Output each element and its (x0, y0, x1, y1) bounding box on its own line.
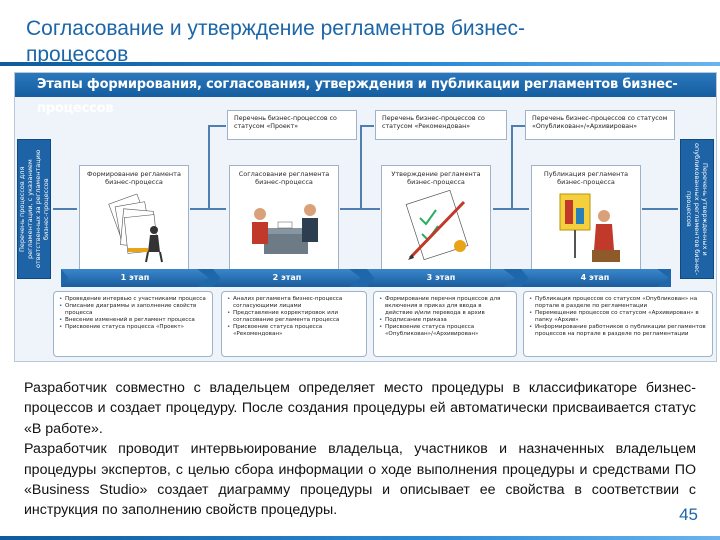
stage-card-2: Согласование регламента бизнес-процесса (229, 165, 339, 273)
stage-arrow-2: 2 этап (213, 269, 361, 287)
list-item: Присвоение статуса процесса «Рекомендова… (227, 324, 361, 338)
list-item: Информирование работников о публикации р… (529, 324, 707, 338)
page-number: 45 (679, 505, 698, 525)
stage-card-3: Утверждение регламента бизнес-процесса (381, 165, 491, 273)
body-text: Разработчик совместно с владельцем опред… (24, 378, 696, 521)
connector-line (208, 125, 226, 127)
bottom-rule (0, 536, 720, 540)
stage-arrow-4: 4 этап (521, 269, 669, 287)
connector-line (642, 208, 678, 210)
list-item: Анализ регламента бизнес-процесса соглас… (227, 296, 361, 310)
stage-card-title: Формирование регламента бизнес-процесса (80, 170, 188, 186)
stage-card-title: Публикация регламента бизнес-процесса (532, 170, 640, 186)
document-stack-icon (88, 188, 182, 268)
meeting-icon (238, 188, 332, 268)
status-box-stage-4: Перечень бизнес-процессов со статусом «О… (525, 110, 675, 140)
stage-arrow-3: 3 этап (367, 269, 515, 287)
signed-document-icon (390, 188, 484, 268)
list-item: Проведение интервью с участниками процес… (59, 296, 207, 303)
body-paragraph: Разработчик совместно с владельцем опред… (24, 378, 696, 439)
stage-card-4: Публикация регламента бизнес-процесса (531, 165, 641, 273)
slide-title: Согласование и утверждение регламентов б… (26, 16, 626, 62)
list-item: Описание диаграммы и заполнение свойств … (59, 303, 207, 317)
stage-card-1: Формирование регламента бизнес-процесса (79, 165, 189, 273)
list-item: Присвоение статуса процесса «Опубликован… (379, 324, 511, 338)
title-rule (0, 62, 720, 66)
list-item: Внесение изменений в регламент процесса (59, 317, 207, 324)
connector-line (360, 125, 362, 209)
stage-description-3: Формирование перечня процессов для включ… (373, 291, 517, 357)
connector-line (208, 125, 210, 209)
status-box-stage-3: Перечень бизнес-процессов со статусом «Р… (375, 110, 507, 140)
stage-arrow-1: 1 этап (61, 269, 209, 287)
presentation-icon (540, 188, 634, 268)
stage-description-4: Публикация процессов со статусом «Опубли… (523, 291, 713, 357)
process-diagram: Этапы формирования, согласования, утверж… (14, 72, 717, 362)
output-list-label: Перечень утвержденных и опубликованных р… (685, 142, 709, 276)
stage-card-title: Согласование регламента бизнес-процесса (230, 170, 338, 186)
connector-line (511, 125, 525, 127)
list-item: Подписание приказа (379, 317, 511, 324)
list-item: Перемещение процессов со статусом «Архив… (529, 310, 707, 324)
list-item: Представление корректировок или согласов… (227, 310, 361, 324)
input-list-label: Перечень процессов для регламентации, с … (18, 142, 50, 276)
output-list-box: Перечень утвержденных и опубликованных р… (680, 139, 714, 279)
body-paragraph: Разработчик проводит интервьюирование вл… (24, 439, 696, 521)
stage-description-2: Анализ регламента бизнес-процесса соглас… (221, 291, 367, 357)
diagram-header: Этапы формирования, согласования, утверж… (15, 73, 716, 97)
connector-line (511, 125, 513, 209)
status-box-stage-2: Перечень бизнес-процессов со статусом «П… (227, 110, 357, 140)
stage-card-title: Утверждение регламента бизнес-процесса (382, 170, 490, 186)
connector-line (360, 125, 374, 127)
list-item: Присвоение статуса процесса «Проект» (59, 324, 207, 331)
input-list-box: Перечень процессов для регламентации, с … (17, 139, 51, 279)
connector-line (53, 208, 77, 210)
stage-description-1: Проведение интервью с участниками процес… (53, 291, 213, 357)
list-item: Публикация процессов со статусом «Опубли… (529, 296, 707, 310)
list-item: Формирование перечня процессов для включ… (379, 296, 511, 317)
